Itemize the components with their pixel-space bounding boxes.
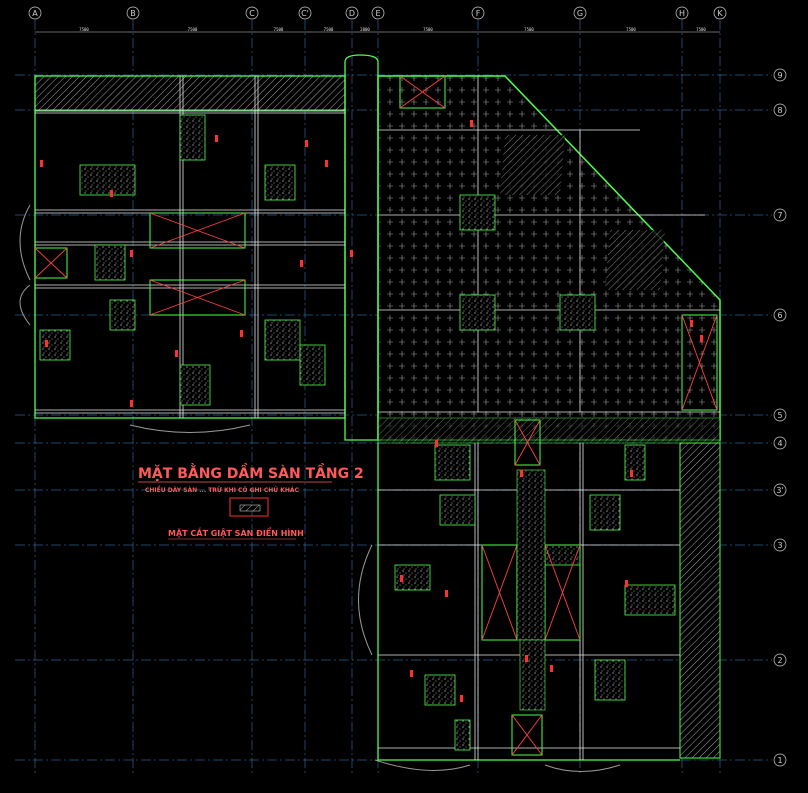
- grid-bubble-row: [773, 408, 787, 422]
- grid-bubble-row: [773, 753, 787, 767]
- grid-bubble-row: [773, 68, 787, 82]
- grid-label-col: C: [249, 9, 255, 18]
- dimension-text: 2000: [360, 27, 370, 32]
- building-outline: [34, 54, 680, 761]
- column-marker: [525, 655, 528, 662]
- dimension-text: 7500: [626, 27, 636, 32]
- red-markers: [40, 120, 703, 702]
- grid-label-row: 8: [777, 106, 782, 115]
- section-symbol: [229, 497, 269, 517]
- column-marker: [460, 695, 463, 702]
- column-marker: [300, 260, 303, 267]
- column-marker: [470, 120, 473, 127]
- grid-label-row: 7: [777, 211, 782, 220]
- dimension-text: 7500: [188, 27, 198, 32]
- column-marker: [325, 160, 328, 167]
- column-marker: [110, 190, 113, 197]
- grid-bubble-col: [345, 6, 359, 20]
- dimension-text: 7500: [79, 27, 89, 32]
- grid-bubble-col: [471, 6, 485, 20]
- column-marker: [240, 330, 243, 337]
- columns: [39, 114, 676, 751]
- grid-label-col: G: [577, 9, 583, 18]
- grid-bubble-col: [675, 6, 689, 20]
- column-marker: [700, 335, 703, 342]
- core-stair: [516, 469, 546, 711]
- balconies: [19, 204, 621, 772]
- column-marker: [410, 670, 413, 677]
- grid-bubble-row: [773, 653, 787, 667]
- grid-bubble-row: [773, 103, 787, 117]
- grid-label-row: 5: [777, 411, 782, 420]
- column-marker: [400, 575, 403, 582]
- column-marker: [175, 350, 178, 357]
- grid-bubble-row: [773, 538, 787, 552]
- grid-label-row: 3': [776, 486, 783, 495]
- grid-label-row: 1: [777, 756, 782, 765]
- column-marker: [550, 665, 553, 672]
- column-marker: [630, 470, 633, 477]
- column-marker: [130, 400, 133, 407]
- grid-label-col: B: [130, 9, 136, 18]
- column-marker: [690, 320, 693, 327]
- grid-label-col: E: [375, 9, 380, 18]
- grid-bubble-row: [773, 308, 787, 322]
- dimension-text: 7500: [423, 27, 433, 32]
- column-marker: [130, 250, 133, 257]
- slab-upper-right: [377, 75, 721, 441]
- column-marker: [435, 440, 438, 447]
- dimension-text: 7500: [524, 27, 534, 32]
- dimension-text: 7500: [274, 27, 284, 32]
- grid-label-col: K: [717, 9, 723, 18]
- column-marker: [625, 580, 628, 587]
- slab-top-left-strip: [34, 75, 346, 112]
- grid-bubble-row: [773, 208, 787, 222]
- grid-label-row: 9: [777, 71, 782, 80]
- section-title: MẶT CẮT GIẬT SÀN ĐIỂN HÌNH: [168, 526, 304, 538]
- grid-label-col: D: [349, 9, 355, 18]
- dimension-text: 7500: [696, 27, 706, 32]
- grid-label-col: A: [32, 9, 38, 18]
- grid-bubble-col: [371, 6, 385, 20]
- drawing-title: MẶT BẰNG DẦM SÀN TẦNG 2: [138, 463, 364, 482]
- column-marker: [215, 135, 218, 142]
- grid-label-row: 6: [777, 311, 782, 320]
- grid-bubble-row: [773, 483, 787, 497]
- slab-lower-right: [679, 442, 721, 759]
- column-marker: [520, 470, 523, 477]
- column-marker: [305, 140, 308, 147]
- column-marker: [350, 250, 353, 257]
- grid-bubble-col: [713, 6, 727, 20]
- column-marker: [45, 340, 48, 347]
- grid-bubble-col: [573, 6, 587, 20]
- grid-bubble-col: [298, 6, 312, 20]
- grid-label-row: 2: [777, 656, 782, 665]
- column-marker: [445, 590, 448, 597]
- grid-label-row: 3: [777, 541, 782, 550]
- grid-label-col: F: [476, 9, 481, 18]
- grid-label-row: 4: [777, 439, 782, 448]
- grid-bubble-row: [773, 436, 787, 450]
- column-marker: [40, 160, 43, 167]
- grid-bubble-col: [126, 6, 140, 20]
- drawing-subtitle: CHIỀU DÀY SÀN ... TRỪ KHI CÓ GHI CHÚ KHÁ…: [145, 485, 300, 494]
- grid-label-col: C': [301, 9, 309, 18]
- grid-label-col: H: [679, 9, 685, 18]
- slab-mid-strip: [377, 417, 721, 444]
- dimension-text: 7500: [324, 27, 334, 32]
- title-block: MẶT BẰNG DẦM SÀN TẦNG 2 CHIỀU DÀY SÀN ..…: [138, 463, 364, 540]
- grid-bubble-col: [28, 6, 42, 20]
- grid-bubble-col: [245, 6, 259, 20]
